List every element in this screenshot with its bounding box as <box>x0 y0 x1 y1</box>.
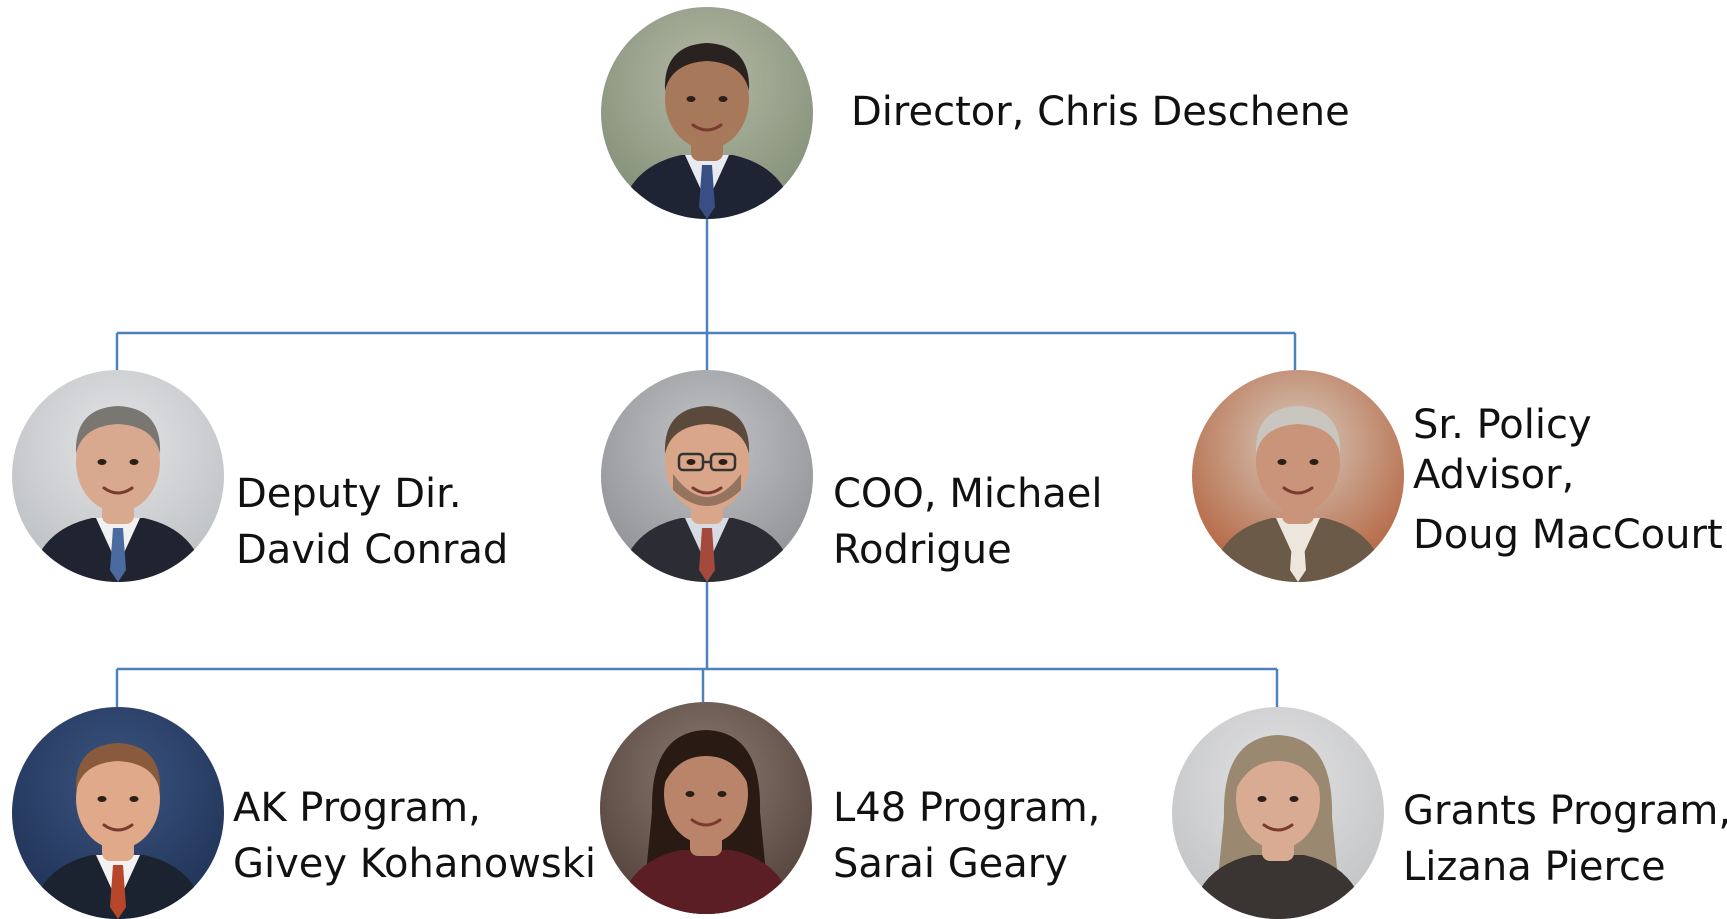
l48-program-name: Sarai Geary <box>833 841 1068 887</box>
portrait-deputy <box>12 370 224 582</box>
portrait-coo <box>601 370 813 582</box>
policy-advisor-name: Doug MacCourt <box>1413 512 1723 558</box>
portrait-l48 <box>600 702 812 914</box>
ak-program-label: AK Program, Givey Kohanowski <box>233 780 596 892</box>
policy-advisor-title-1: Sr. Policy <box>1413 402 1592 448</box>
portrait-advisor <box>1192 370 1404 582</box>
ak-program-name: Givey Kohanowski <box>233 841 597 887</box>
coo-title: COO, Michael <box>833 471 1103 517</box>
grants-program-label: Grants Program, Lizana Pierce <box>1403 783 1727 895</box>
ak-program-title: AK Program, <box>233 785 481 831</box>
director-label: Director, Chris Deschene <box>851 84 1350 140</box>
l48-program-photo <box>600 702 812 914</box>
coo-name: Rodrigue <box>833 527 1012 573</box>
deputy-director-title: Deputy Dir. <box>236 471 462 517</box>
director-photo <box>601 7 813 219</box>
portrait-ak <box>12 707 224 919</box>
l48-program-title: L48 Program, <box>833 785 1101 831</box>
grants-program-photo <box>1172 707 1384 919</box>
coo-photo <box>601 370 813 582</box>
ak-program-photo <box>12 707 224 919</box>
director-name: Director, Chris Deschene <box>851 89 1350 135</box>
l48-program-label: L48 Program, Sarai Geary <box>833 780 1100 892</box>
coo-label: COO, Michael Rodrigue <box>833 466 1103 578</box>
portrait-grants <box>1172 707 1384 919</box>
deputy-director-name: David Conrad <box>236 527 509 573</box>
grants-program-title: Grants Program, <box>1403 788 1727 834</box>
portrait-director <box>601 7 813 219</box>
policy-advisor-label: Sr. Policy Advisor, Doug MacCourt <box>1413 400 1723 560</box>
deputy-director-photo <box>12 370 224 582</box>
grants-program-name: Lizana Pierce <box>1403 844 1666 890</box>
policy-advisor-photo <box>1192 370 1404 582</box>
deputy-director-label: Deputy Dir. David Conrad <box>236 466 508 578</box>
policy-advisor-title-2: Advisor, <box>1413 452 1575 498</box>
